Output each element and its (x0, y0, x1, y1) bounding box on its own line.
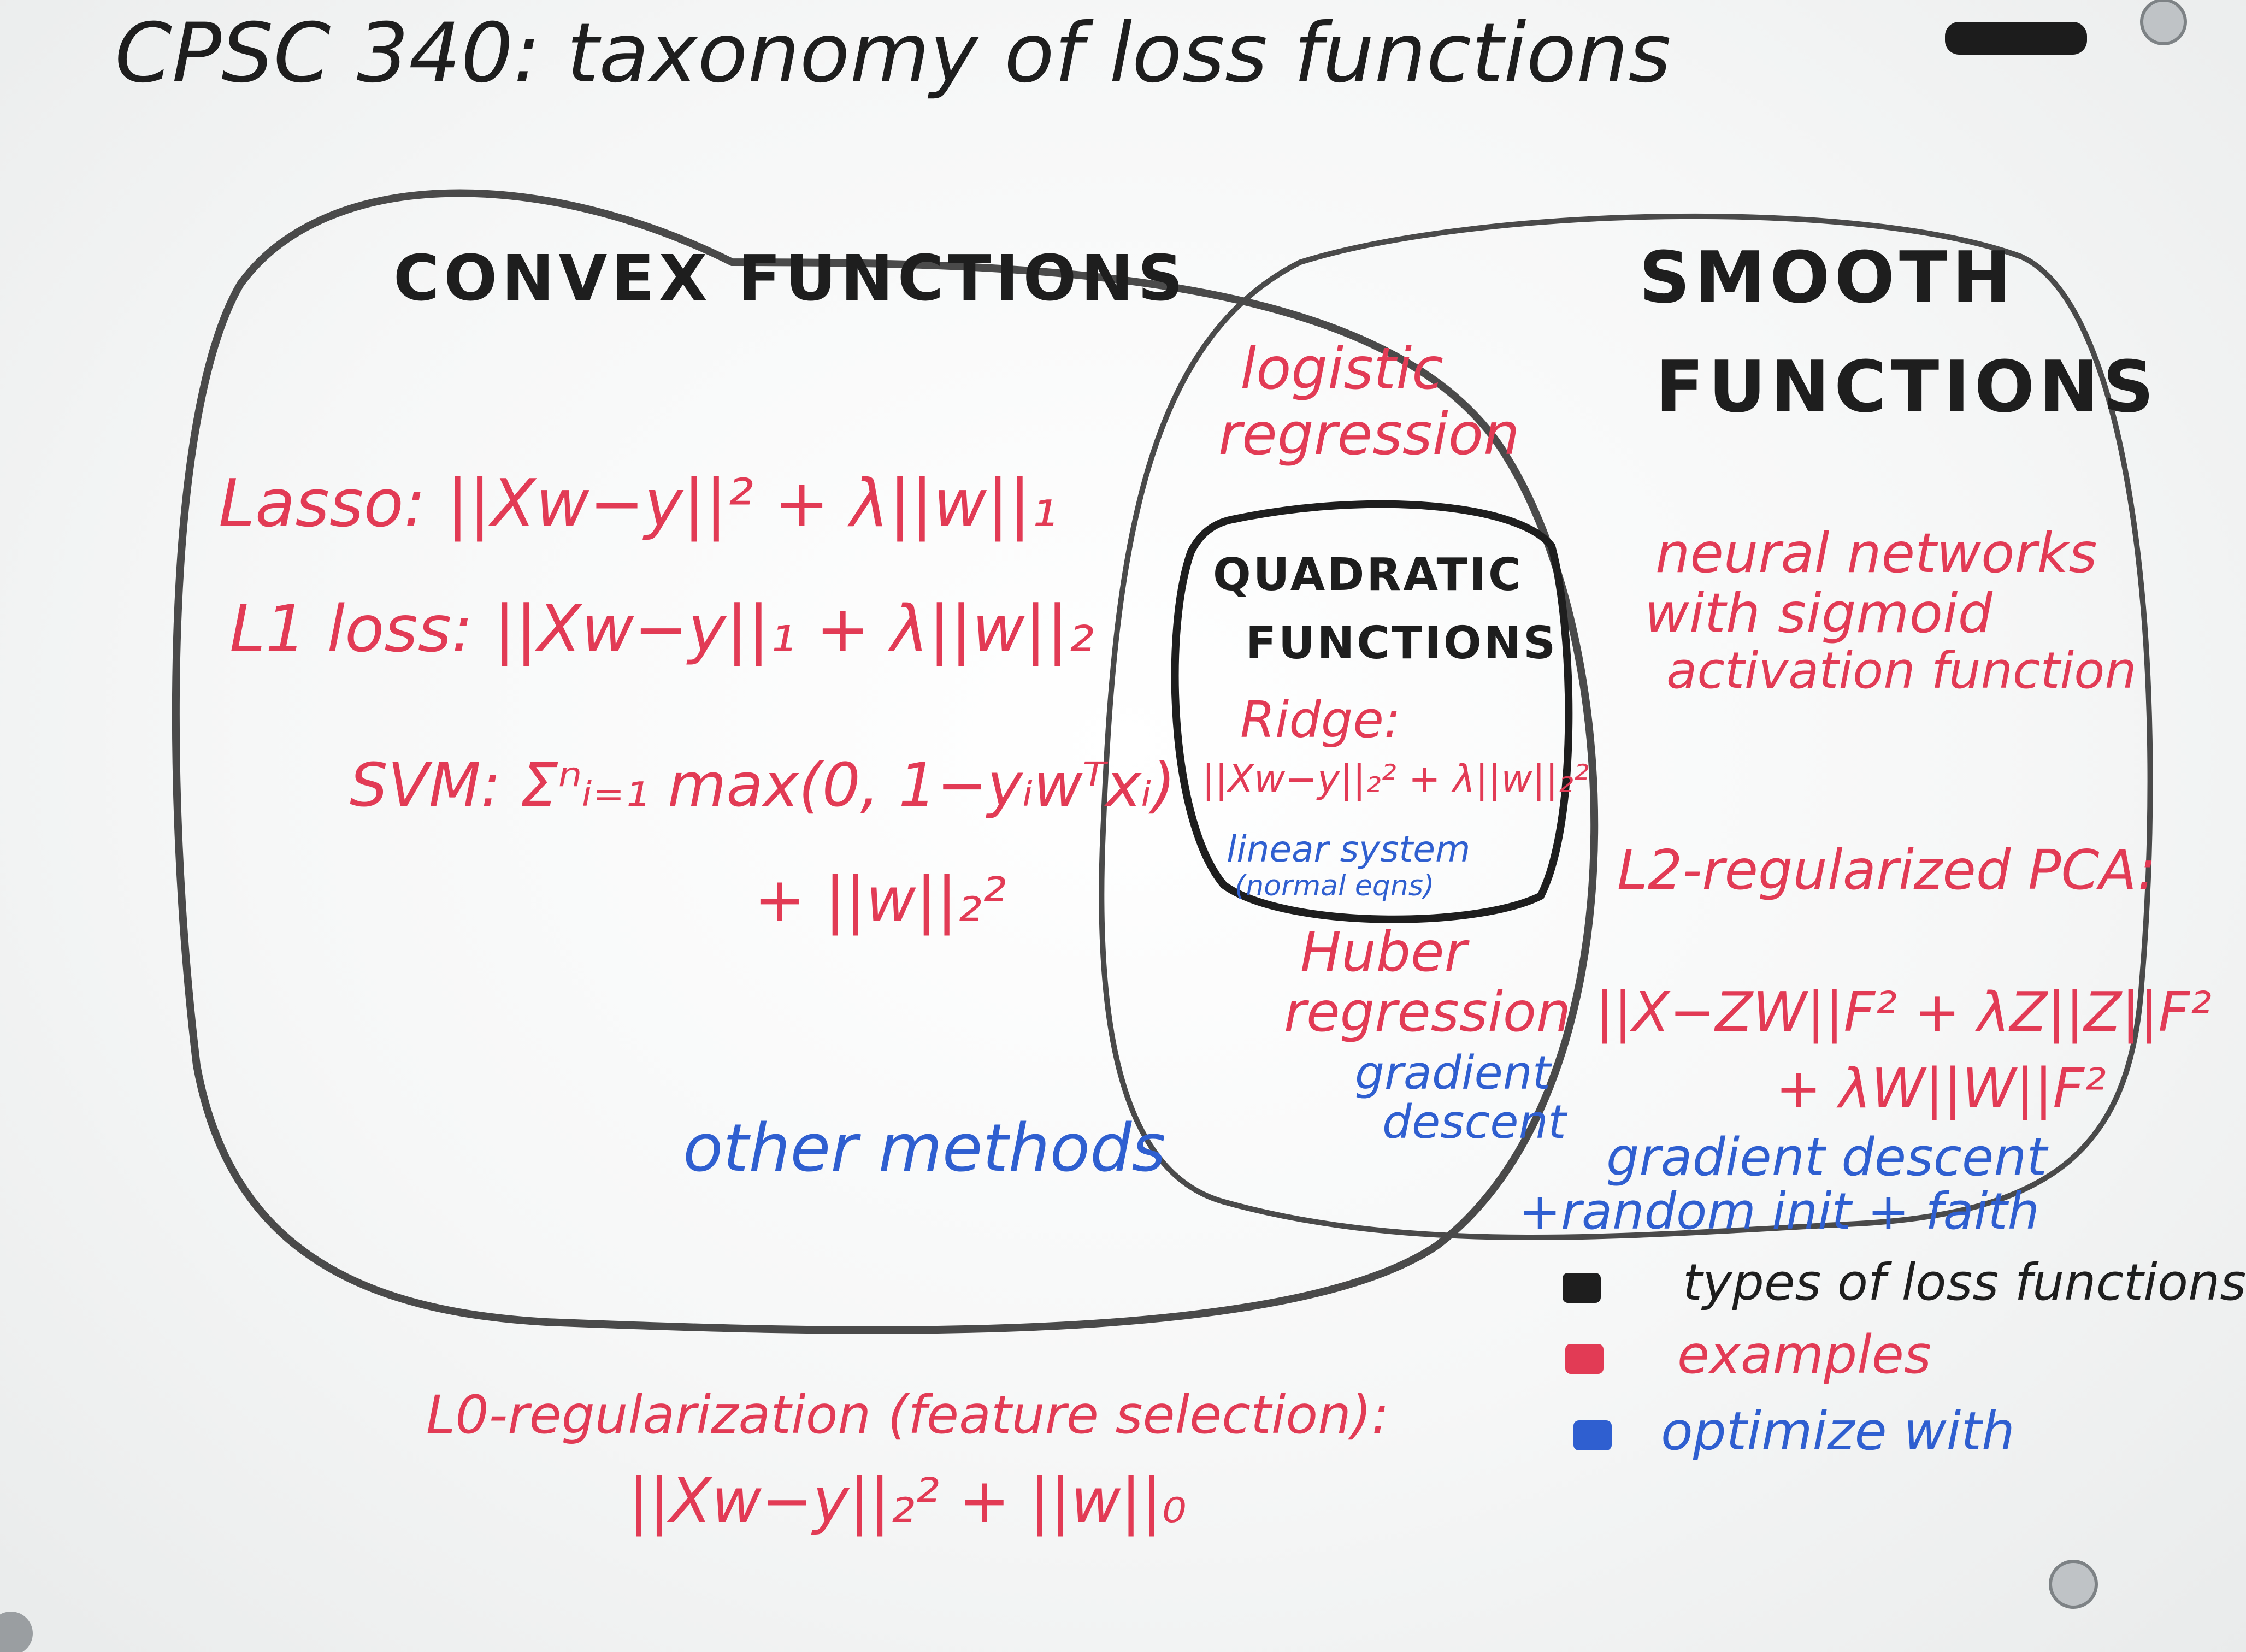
svm-regularizer: + ||w||₂² (754, 865, 1006, 936)
pca-formula: ||X−ZW||F² + λZ||Z||F² (1595, 980, 2212, 1044)
normal-eqns-label: (normal eqns) (1235, 870, 1435, 902)
random-init-faith-label: +random init + faith (1519, 1182, 2039, 1241)
huber-regression-label: regression (1284, 980, 1571, 1044)
l2-pca-label: L2-regularized PCA: (1617, 838, 2156, 902)
neural-networks-label: neural networks (1655, 521, 2097, 585)
smooth-functions-label: FUNCTIONS (1655, 345, 2159, 428)
mount-pin (2049, 1560, 2098, 1609)
huber-label: Huber (1300, 920, 1467, 984)
mount-pin (2140, 0, 2187, 45)
pca-formula-regularizer: + λW||W||F² (1776, 1057, 2106, 1120)
l1-loss-example: L1 loss: ||Xw−y||₁ + λ||w||₂ (229, 591, 1094, 666)
quadratic-functions-label: FUNCTIONS (1246, 617, 1558, 669)
legend-item-examples: examples (1677, 1324, 1931, 1385)
smooth-label: SMOOTH (1639, 236, 2016, 319)
legend-swatch-black (1563, 1273, 1601, 1303)
l0-formula: ||Xw−y||₂² + ||w||₀ (628, 1466, 1187, 1537)
legend-swatch-blue (1573, 1420, 1612, 1450)
eraser (1945, 22, 2087, 55)
ridge-label: Ridge: (1240, 691, 1401, 749)
linear-system-label: linear system (1227, 828, 1471, 870)
logistic-label: logistic (1240, 335, 1444, 402)
l0-regularization-label: L0-regularization (feature selection): (426, 1384, 1389, 1446)
mount-pin (0, 1612, 33, 1652)
regression-label: regression (1218, 401, 1520, 468)
convex-set-outline (172, 189, 1599, 1334)
with-sigmoid-label: with sigmoid (1644, 581, 1993, 645)
legend-swatch-red (1565, 1344, 1604, 1374)
descent-label: descent (1382, 1095, 1566, 1149)
activation-function-label: activation function (1666, 641, 2137, 700)
legend-item-optimize-with: optimize with (1661, 1401, 2015, 1462)
ridge-formula: ||Xw−y||₂² + λ||w||₂² (1202, 757, 1589, 801)
smooth-set-outline (1099, 213, 2153, 1240)
gradient-descent-label: gradient descent (1606, 1128, 2047, 1188)
legend-item-types: types of loss functions (1683, 1253, 2246, 1312)
convex-functions-label: CONVEX FUNCTIONS (393, 242, 1188, 315)
page-title: CPSC 340: taxonomy of loss functions (115, 6, 1671, 101)
svm-example: SVM: Σⁿᵢ₌₁ max(0, 1−yᵢwᵀxᵢ) (350, 750, 1176, 820)
other-methods-optimizer: other methods (683, 1111, 1166, 1187)
quadratic-set-outline (1171, 500, 1573, 923)
gradient-label: gradient (1355, 1046, 1551, 1100)
quadratic-label: QUADRATIC (1213, 549, 1524, 601)
lasso-example: Lasso: ||Xw−y||² + λ||w||₁ (219, 466, 1057, 542)
